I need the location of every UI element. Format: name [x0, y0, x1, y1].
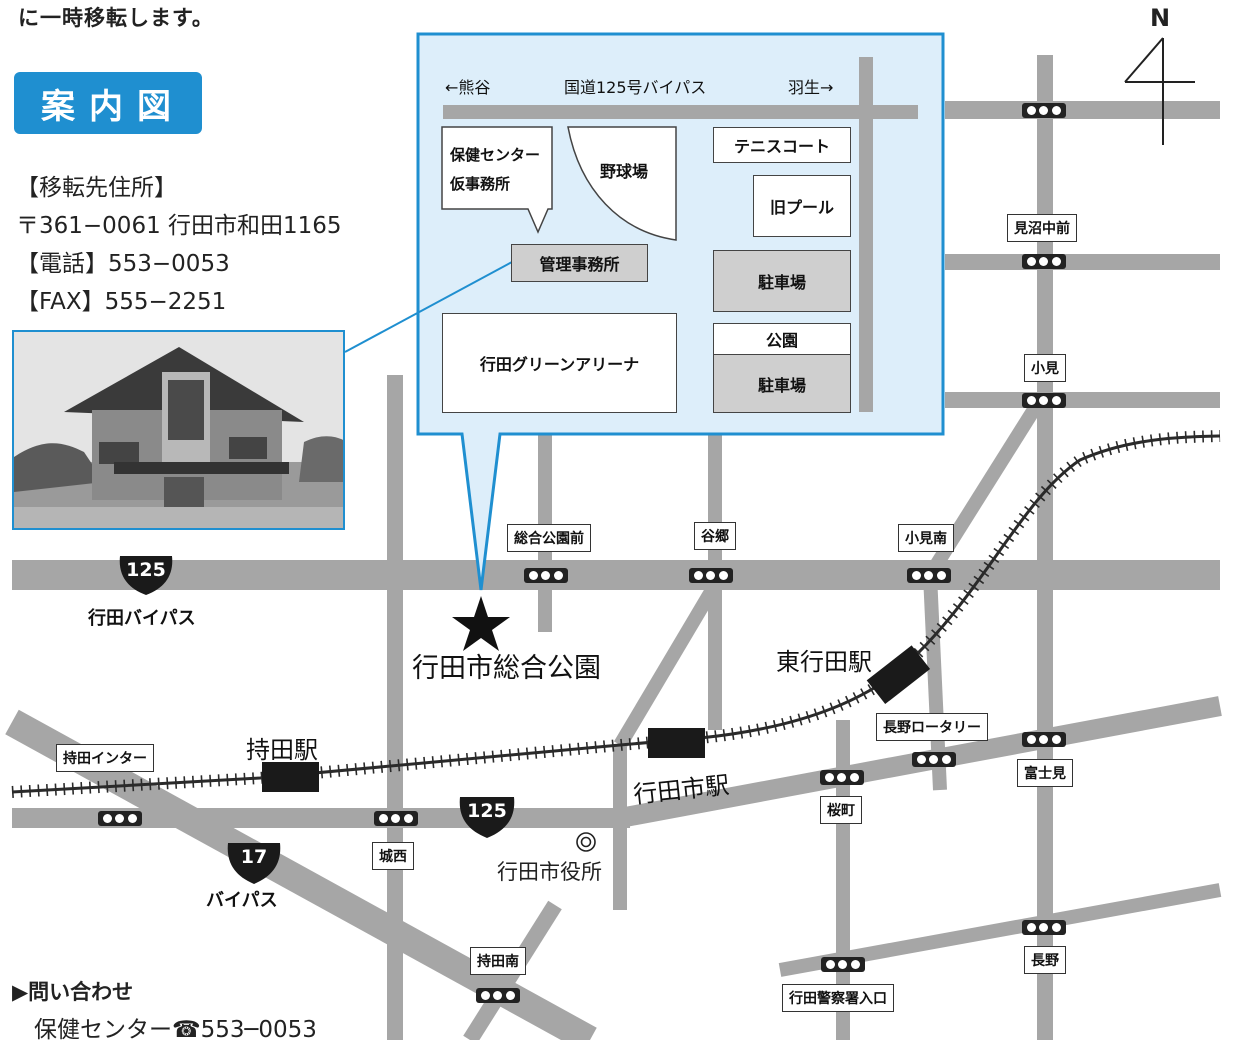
gyoda-green-arena: 行田グリーンアリーナ [442, 313, 677, 413]
station-mochida-block [262, 762, 319, 792]
sign-sakuramachi: 桜町 [820, 796, 862, 824]
city-hall-label: 行田市役所 [497, 860, 602, 884]
parking-2: 駐車場 [713, 354, 851, 413]
inquiry-text: 保健センター☎553─0053 [34, 1017, 317, 1043]
traffic-light-icon [1022, 103, 1066, 118]
guide-map-badge: 案内図 [14, 72, 202, 134]
sign-omi: 小見 [1024, 354, 1066, 382]
route-shield-125-top [119, 556, 173, 595]
inquiry-title: ▶問い合わせ [12, 980, 134, 1004]
old-pool: 旧プール [753, 175, 851, 237]
gyoda-bypass-label: 行田バイパス [88, 608, 196, 629]
sign-yago: 谷郷 [694, 522, 736, 550]
address-heading: 【移転先住所】 [16, 175, 177, 201]
traffic-light-icon [1022, 732, 1066, 747]
sign-nagano-rotary: 長野ロータリー [876, 713, 988, 741]
north-arrow [1124, 37, 1195, 145]
north-label: N [1150, 4, 1171, 32]
sign-sogo-koen-mae: 総合公園前 [507, 524, 591, 552]
route-shield-125-bottom [459, 797, 515, 838]
sign-nagano: 長野 [1024, 946, 1066, 974]
traffic-light-icon [1022, 393, 1066, 408]
station-higashigyoda-block [866, 645, 931, 705]
traffic-light-icon [689, 568, 733, 583]
management-office: 管理事務所 [511, 244, 648, 282]
tennis-court: テニスコート [713, 127, 851, 163]
bypass-17-label: バイパス [206, 890, 278, 911]
parking-1: 駐車場 [713, 250, 851, 312]
traffic-light-icon [476, 988, 520, 1003]
intro-text: に一時移転します。 [18, 6, 214, 30]
mochida-station-label: 持田駅 [246, 736, 318, 764]
inset-route-name: 国道125号バイパス [564, 78, 707, 97]
road-lower-right [778, 883, 1222, 977]
traffic-light-icon [1022, 920, 1066, 935]
sign-fujimi: 富士見 [1017, 759, 1073, 787]
higashi-gyoda-station-label: 東行田駅 [776, 648, 872, 676]
route-shield-17 [227, 843, 281, 884]
sign-gyoda-police: 行田警察署入口 [782, 984, 894, 1012]
station-gyodashi-block [648, 728, 705, 758]
park: 公園 [713, 323, 851, 355]
baseball-field-label: 野球場 [600, 162, 649, 181]
route-125-number-bottom: 125 [467, 800, 507, 822]
traffic-light-icon [907, 568, 951, 583]
railway [11, 430, 1221, 798]
temporary-office-label: 仮事務所 [450, 175, 511, 193]
address-fax: 【FAX】555−2251 [16, 289, 227, 315]
address-tel: 【電話】553−0053 [16, 251, 230, 277]
address-postal: 〒361−0061 行田市和田1165 [16, 213, 342, 239]
inset-callout [344, 32, 945, 591]
inset-right-arrow: 羽生→ [788, 78, 834, 97]
route-125-number-top: 125 [126, 559, 166, 581]
road-diag-yago [613, 581, 722, 749]
sign-mochida-inter: 持田インター [56, 744, 154, 772]
sign-minuma-nakamae: 見沼中前 [1007, 214, 1077, 242]
sign-johsai: 城西 [372, 842, 414, 870]
traffic-light-icon [820, 770, 864, 785]
traffic-light-icon [374, 811, 418, 826]
sign-mochida-minami: 持田南 [470, 947, 526, 975]
traffic-light-icon [821, 957, 865, 972]
traffic-light-icon [912, 752, 956, 767]
traffic-light-icon [524, 568, 568, 583]
destination-star-icon [452, 596, 510, 651]
health-center-label: 保健センター [450, 146, 541, 164]
route-17-number: 17 [240, 846, 268, 868]
inset-left-arrow: ←熊谷 [445, 78, 491, 97]
traffic-light-icon [1022, 254, 1066, 269]
road-route17 [5, 709, 597, 1040]
sign-omi-minami: 小見南 [898, 524, 954, 552]
building-photo [12, 330, 345, 530]
city-hall-icon [576, 832, 596, 852]
traffic-light-icon [98, 811, 142, 826]
destination-label: 行田市総合公園 [412, 653, 601, 684]
